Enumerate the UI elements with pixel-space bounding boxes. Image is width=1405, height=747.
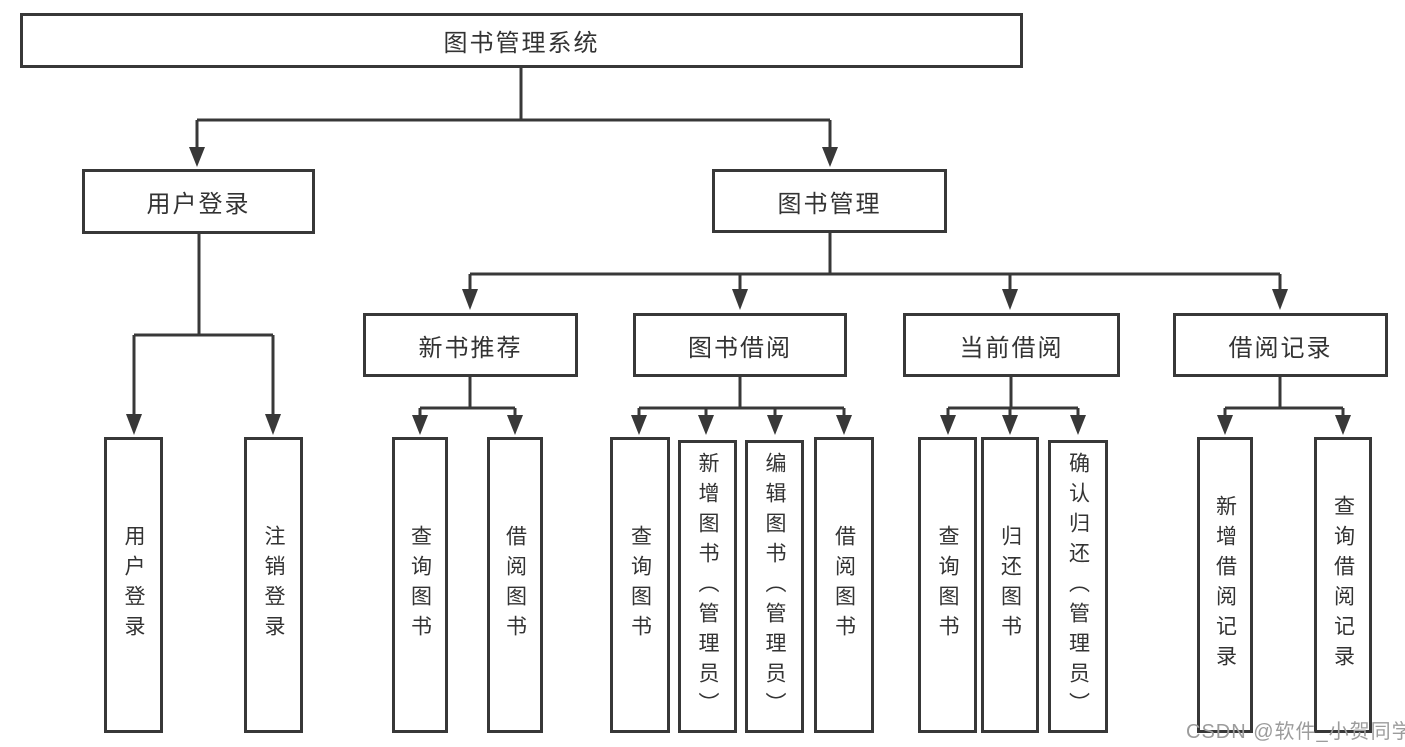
leaf-borrow-add-books-admin: 新增图书（管理员） [678,440,737,733]
node-current-borrow: 当前借阅 [903,313,1120,377]
node-borrow-records: 借阅记录 [1173,313,1388,377]
wire-new-book-to-leaves [418,377,517,417]
node-book-management: 图书管理 [712,169,947,233]
leaf-logout: 注销登录 [244,437,303,733]
leaf-current-return-books: 归还图书 [981,437,1039,733]
leaf-borrow-edit-books-admin: 编辑图书（管理员） [745,440,804,733]
node-book-borrow: 图书借阅 [633,313,847,377]
wire-book-borrow-to-leaves [637,377,846,417]
node-user-login: 用户登录 [82,169,315,234]
leaf-current-confirm-return-admin: 确认归还（管理员） [1048,440,1108,733]
leaf-records-add-record: 新增借阅记录 [1197,437,1253,733]
leaf-new-book-query-books: 查询图书 [392,437,448,733]
leaf-current-query-books: 查询图书 [918,437,977,733]
leaf-new-book-borrow-books: 借阅图书 [487,437,543,733]
wire-book-mgmt-to-level3 [468,233,1282,291]
wire-root-to-level2 [195,68,832,149]
leaf-borrow-borrow-books: 借阅图书 [814,437,874,733]
node-root-system: 图书管理系统 [20,13,1023,68]
csdn-watermark: CSDN @软件_小贺同学 [1186,721,1405,743]
leaf-user-login: 用户登录 [104,437,163,733]
node-new-book-recommend: 新书推荐 [363,313,578,377]
leaf-records-query-record: 查询借阅记录 [1314,437,1372,733]
leaf-borrow-query-books: 查询图书 [610,437,670,733]
wire-current-borrow-to-leaves [946,377,1080,417]
wire-borrow-records-to-leaves [1223,377,1345,417]
arrowheads [126,147,1351,435]
wire-user-login-to-leaves [132,234,275,416]
